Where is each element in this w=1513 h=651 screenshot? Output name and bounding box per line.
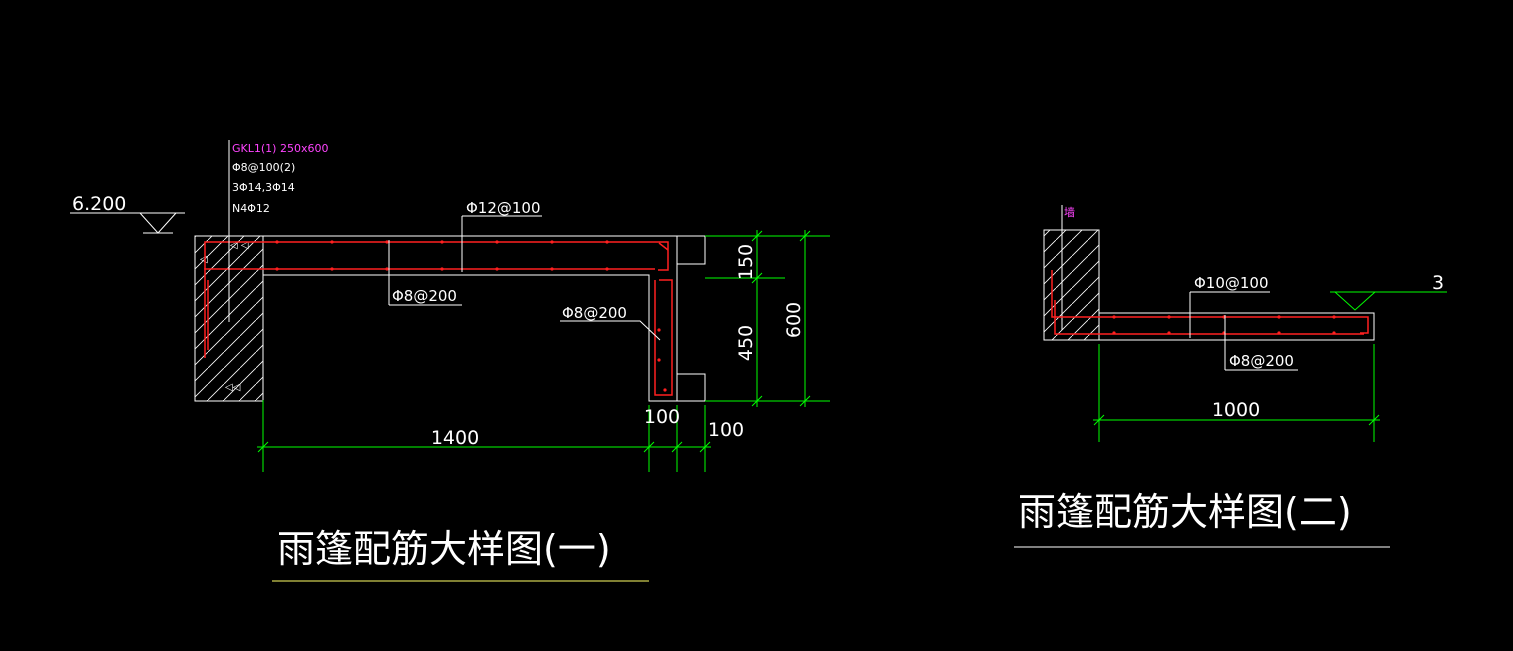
top-bar-label-1: Φ12@100 <box>466 199 541 217</box>
horizontal-dimensions-1 <box>257 400 711 472</box>
beam-annotation: GKL1(1) 250x600 Φ8@100(2) 3Φ14,3Φ14 N4Φ1… <box>228 140 328 322</box>
beam-name-label: GKL1(1) 250x600 <box>232 142 328 155</box>
canopy-slab-2 <box>1099 312 1375 341</box>
detail-1: 6.200 ◁ ◁ ◁ ◁◁ <box>70 140 830 582</box>
dim-1400: 1400 <box>431 427 479 449</box>
dim-450: 450 <box>735 325 757 361</box>
rebar-detail-1 <box>204 241 673 396</box>
beam-main-bar-label: 3Φ14,3Φ14 <box>232 181 295 194</box>
detail-1-title: 雨篷配筋大样图(一) <box>277 527 611 571</box>
dim-1000: 1000 <box>1212 399 1260 421</box>
wall-section-2: 墙 <box>1043 205 1100 341</box>
rebar-leaders-2 <box>1189 291 1298 371</box>
distribution-bar-label-1: Φ8@200 <box>392 287 457 305</box>
beam-waist-bar-label: N4Φ12 <box>232 202 270 215</box>
svg-text:◁ ◁: ◁ ◁ <box>230 240 249 251</box>
dim-150: 150 <box>735 244 757 280</box>
svg-text:◁◁: ◁◁ <box>225 382 241 393</box>
elevation-label-2: 3 <box>1432 272 1444 294</box>
distribution-bar-label-2: Φ8@200 <box>1229 352 1294 370</box>
elevation-marker-2 <box>1330 291 1447 311</box>
detail-2-title: 雨篷配筋大样图(二) <box>1018 490 1352 534</box>
dim-100-b: 100 <box>708 419 744 441</box>
svg-text:◁: ◁ <box>200 254 208 265</box>
canopy-slab-1 <box>263 235 706 402</box>
detail-2: 墙 Φ10@100 Φ8@200 3 <box>1014 205 1447 548</box>
rebar-dots-2 <box>1112 315 1336 335</box>
elevation-label-1: 6.200 <box>72 193 126 215</box>
vertical-dimensions-1 <box>705 230 830 407</box>
rebar-detail-2 <box>1051 270 1369 335</box>
rebar-leaders-1 <box>388 215 661 341</box>
top-bar-label-2: Φ10@100 <box>1194 274 1269 292</box>
dim-100-a: 100 <box>644 406 680 428</box>
beam-stirrup-label: Φ8@100(2) <box>232 161 295 174</box>
wall-label-2: 墙 <box>1064 205 1075 219</box>
edge-bar-label: Φ8@200 <box>562 304 627 322</box>
horizontal-dimension-2 <box>1093 344 1380 442</box>
rebar-dots-1 <box>275 240 667 392</box>
elevation-marker-1: 6.200 <box>70 193 185 234</box>
dim-600: 600 <box>783 302 805 338</box>
